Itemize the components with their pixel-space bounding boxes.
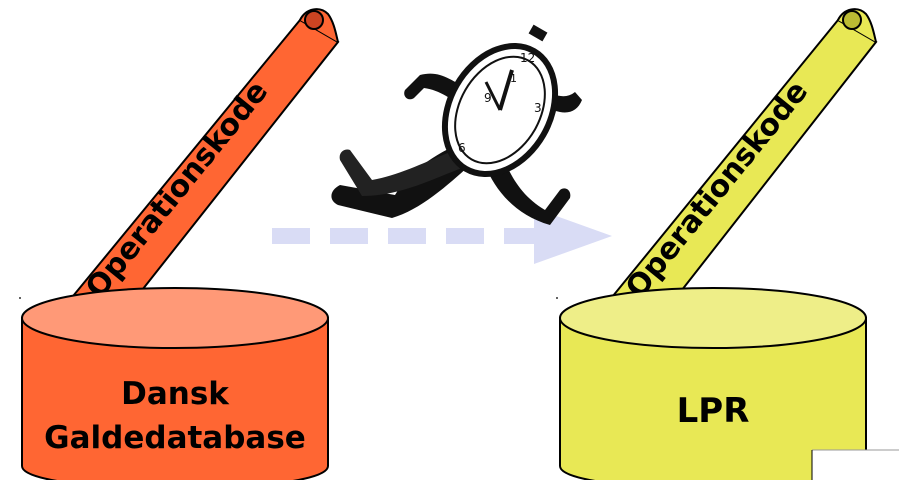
left-banner: Operationskode <box>52 8 340 319</box>
corner-box <box>811 449 899 480</box>
left-database-top <box>21 287 329 349</box>
right-scroll-curl-icon <box>842 10 862 30</box>
svg-text:3: 3 <box>534 101 542 115</box>
running-clock-icon: 12 9 6 3 1 <box>331 24 582 225</box>
dashed-arrow <box>272 208 612 264</box>
svg-text:12: 12 <box>520 51 535 65</box>
left-banner-text: Operationskode <box>79 74 275 305</box>
left-scroll-curl-icon <box>304 10 324 30</box>
right-banner-text: Operationskode <box>619 74 815 305</box>
arrow-head <box>534 208 612 264</box>
right-banner: Operationskode <box>592 8 878 319</box>
right-database-top <box>559 287 867 349</box>
left-database-label-line1: Dansk <box>121 376 230 412</box>
left-database-label-line2: Galdedatabase <box>44 420 306 456</box>
svg-text:1: 1 <box>510 72 517 85</box>
svg-text:9: 9 <box>484 91 492 105</box>
left-database-cylinder: Dansk Galdedatabase <box>21 287 329 480</box>
right-database-label: LPR <box>677 391 750 431</box>
svg-text:6: 6 <box>458 141 466 155</box>
